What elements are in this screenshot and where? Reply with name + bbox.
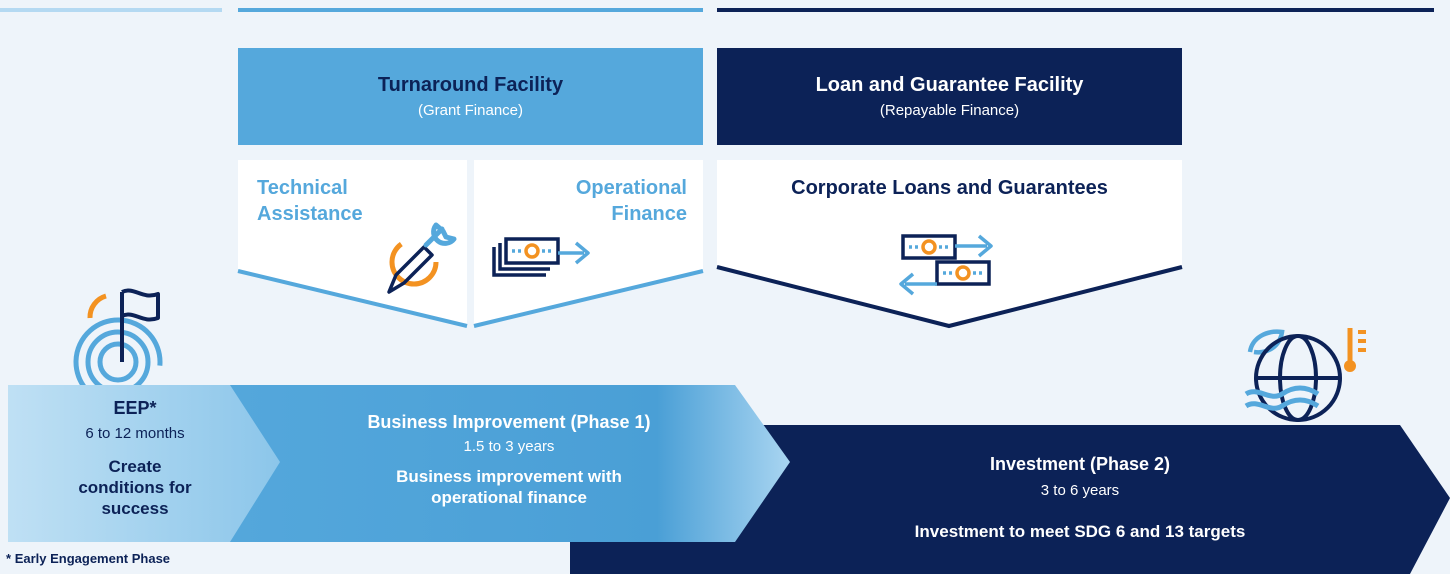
eep-arrow: [8, 385, 280, 542]
wrench-screwdriver-icon: [387, 222, 457, 294]
top-bar-phase1: [238, 8, 703, 12]
phase1-arrow: [185, 385, 790, 542]
operational-finance-label: Operational Finance: [575, 177, 687, 225]
phase2-arrow: [570, 425, 1450, 574]
phase2-duration: 3 to 6 years: [1040, 482, 1120, 499]
corporate-loans-panel: [717, 160, 1182, 326]
top-bar-phase2: [717, 8, 1434, 12]
footnote-text: Early Engagement Phase: [14, 551, 171, 566]
eep-description: Create conditions for success: [78, 457, 192, 518]
phase2-text: Investment (Phase 2) 3 to 6 years Invest…: [800, 453, 1360, 542]
globe-climate-icon: [1244, 328, 1366, 422]
footnote: * Early Engagement Phase: [6, 551, 170, 566]
phase1-title: Business Improvement (Phase 1): [367, 412, 651, 432]
footnote-marker: *: [6, 551, 12, 566]
eep-phase-text: EEP* 6 to 12 months Create conditions fo…: [40, 397, 230, 519]
technical-assistance-label: Technical Assistance: [257, 177, 363, 225]
phase2-title: Investment (Phase 2): [989, 454, 1171, 474]
corporate-loans-label: Corporate Loans and Guarantees: [791, 177, 1108, 199]
phase1-duration: 1.5 to 3 years: [463, 438, 555, 455]
banknote-exchange-icon: [899, 234, 993, 296]
loan-facility-header: Loan and Guarantee Facility (Repayable F…: [717, 48, 1182, 145]
turnaround-facility-subtitle: (Grant Finance): [417, 102, 524, 119]
loan-facility-title: Loan and Guarantee Facility: [815, 74, 1084, 96]
top-bar-eep: [0, 8, 222, 12]
operational-finance-panel: [474, 160, 703, 326]
turnaround-facility-title: Turnaround Facility: [377, 74, 564, 96]
phase2-description: Investment to meet SDG 6 and 13 targets: [914, 522, 1246, 541]
loan-facility-subtitle: (Repayable Finance): [879, 102, 1020, 119]
phase1-text: Business Improvement (Phase 1) 1.5 to 3 …: [300, 411, 718, 508]
banknote-transfer-icon: [492, 237, 590, 277]
turnaround-facility-header: Turnaround Facility (Grant Finance): [238, 48, 703, 145]
phase1-description: Business improvement with operational fi…: [396, 467, 622, 507]
eep-title: EEP*: [113, 398, 157, 418]
eep-duration: 6 to 12 months: [85, 425, 185, 442]
